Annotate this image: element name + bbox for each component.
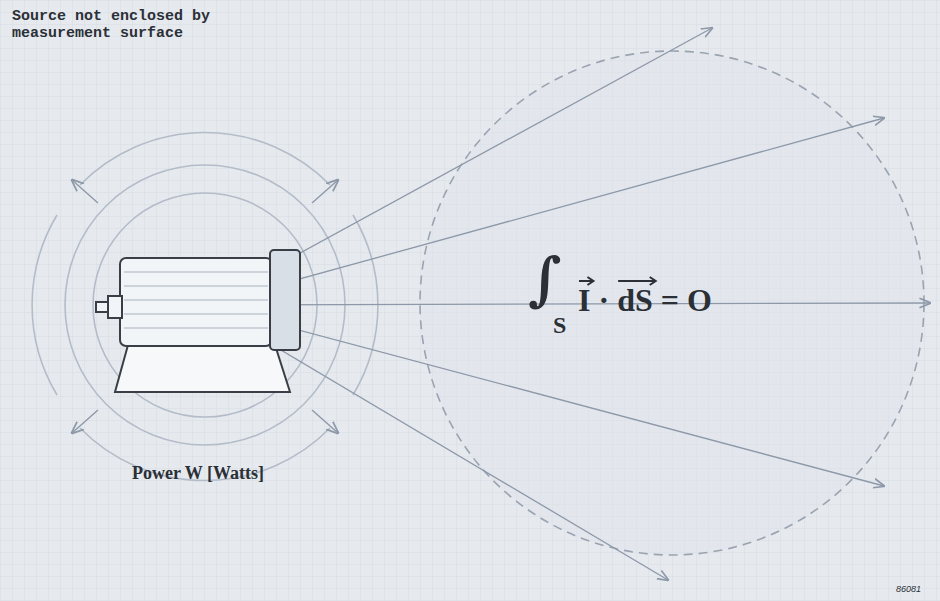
intensity-rays (205, 28, 930, 580)
caption-note: Source not enclosed by measurement surfa… (12, 8, 217, 43)
surface-subscript: S (553, 312, 566, 340)
radiation-arrows (72, 180, 338, 433)
integral-sign: ∫ (528, 246, 562, 313)
power-label: Power W [Watts] (132, 463, 264, 484)
figure-number: 86081 (896, 584, 921, 594)
equation: I · dS = O (578, 282, 712, 319)
motor (96, 250, 300, 392)
sound-waves (32, 132, 378, 480)
